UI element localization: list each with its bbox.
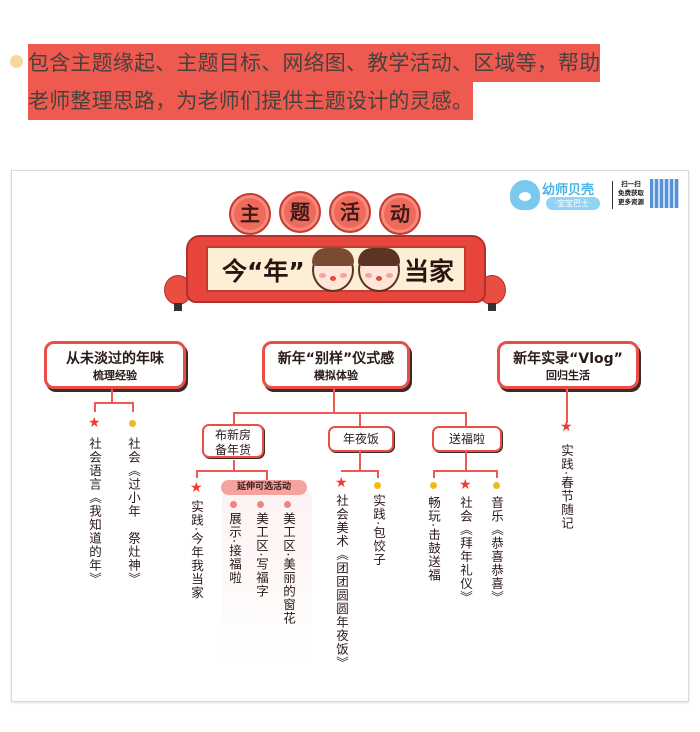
boy-face-icon	[312, 248, 354, 292]
connector	[333, 389, 335, 413]
leaf-text: 实践·春节随记	[559, 444, 574, 530]
scan-text: 扫一扫 免费获取 更多资源	[618, 180, 644, 207]
leaf-text: 畅玩·击鼓送福	[426, 496, 441, 582]
connector	[266, 470, 268, 480]
shell-logo-icon	[510, 180, 540, 210]
group-1-label-line-2: 备年货	[214, 443, 251, 457]
branch-box-1: 从未淡过的年味 梳理经验	[44, 341, 186, 389]
connector	[433, 470, 435, 478]
banner-inner: 今“年” 当家	[206, 246, 466, 292]
connector	[132, 402, 134, 412]
scan-line-3: 更多资源	[618, 198, 644, 206]
leaf-text: 社会《过小年 祭灶神》	[126, 437, 141, 586]
qr-code-icon	[650, 179, 679, 208]
title-banner: 今“年” 当家	[186, 235, 486, 303]
dot-icon	[129, 420, 136, 427]
intro-line-2: 老师整理思路，为老师们提供主题设计的灵感。	[28, 82, 474, 120]
brand-name: 幼师贝壳	[542, 183, 595, 198]
extension-leaf-text: 展示·接福啦	[227, 512, 242, 585]
star-icon: ★	[88, 415, 101, 431]
connector	[233, 460, 235, 470]
extension-panel	[222, 488, 312, 668]
branch-2-title: 新年“别样”仪式感	[277, 351, 395, 367]
leaf-text: 社会美术《团团圆圆年夜饭》	[334, 494, 349, 670]
connector	[233, 412, 235, 424]
connector	[196, 470, 268, 472]
extension-leaf-text: 美工区·美丽的窗花	[281, 512, 296, 625]
connector	[377, 470, 379, 478]
banner-title-left: 今“年”	[222, 257, 305, 286]
dot-icon	[493, 482, 500, 489]
dot-icon	[374, 482, 381, 489]
branch-1-subtitle: 梳理经验	[93, 369, 137, 382]
divider	[612, 181, 613, 209]
leaf-text: 社会语言《我知道的年》	[87, 437, 102, 586]
connector	[496, 470, 498, 478]
branch-2-subtitle: 模拟体验	[314, 369, 358, 382]
leaf-text: 音乐《恭喜恭喜》	[489, 496, 504, 604]
title-circle-4: 动	[379, 193, 421, 235]
connector	[359, 412, 361, 426]
star-icon: ★	[190, 480, 203, 496]
connector	[94, 402, 96, 412]
branch-1-title: 从未淡过的年味	[66, 351, 164, 367]
dot-icon	[430, 482, 437, 489]
star-icon: ★	[459, 477, 472, 493]
branch-box-3: 新年实录“Vlog” 回归生活	[497, 341, 639, 389]
connector	[233, 412, 467, 414]
connector	[359, 450, 361, 471]
intro-line-1: 包含主题缘起、主题目标、网络图、教学活动、区域等，帮助	[28, 44, 601, 82]
brand-logo: 幼师贝壳 ·宝宝巴士· 扫一扫 免费获取 更多资源	[508, 178, 683, 214]
leaf-text: 实践·包饺子	[371, 494, 386, 567]
title-circle-2: 题	[279, 191, 321, 233]
star-icon: ★	[335, 475, 348, 491]
connector	[465, 412, 467, 426]
group-1-label-line-1: 布新房	[214, 428, 251, 442]
star-icon: ★	[560, 419, 573, 435]
leaf-text: 社会《拜年礼仪》	[458, 496, 473, 604]
scan-line-1: 扫一扫	[621, 180, 641, 188]
connector	[465, 450, 467, 471]
connector	[433, 470, 498, 472]
connector	[111, 389, 113, 403]
brand-subtitle: ·宝宝巴士·	[546, 197, 600, 210]
connector	[341, 470, 379, 472]
branch-box-2: 新年“别样”仪式感 模拟体验	[262, 341, 410, 389]
extension-leaf-text: 美工区·写福字	[254, 512, 269, 598]
scan-line-2: 免费获取	[618, 189, 644, 197]
pink-dot-icon	[230, 501, 237, 508]
group-box-1: 布新房 备年货	[202, 424, 264, 458]
connector	[196, 470, 198, 478]
group-box-3: 送福啦	[432, 426, 502, 452]
title-circle-1: 主	[229, 193, 271, 235]
pink-dot-icon	[257, 501, 264, 508]
leaf-text: 实践·今年我当家	[189, 500, 204, 600]
branch-3-title: 新年实录“Vlog”	[513, 351, 623, 367]
connector	[566, 389, 568, 423]
bullet-dot-icon	[10, 55, 23, 68]
extension-label: 延伸可选活动	[221, 480, 307, 495]
banner-title-right: 当家	[404, 257, 455, 286]
connector	[94, 402, 134, 404]
girl-face-icon	[358, 248, 400, 292]
branch-3-subtitle: 回归生活	[546, 369, 590, 382]
group-box-2: 年夜饭	[328, 426, 394, 452]
title-circle-3: 活	[329, 191, 371, 233]
pink-dot-icon	[284, 501, 291, 508]
